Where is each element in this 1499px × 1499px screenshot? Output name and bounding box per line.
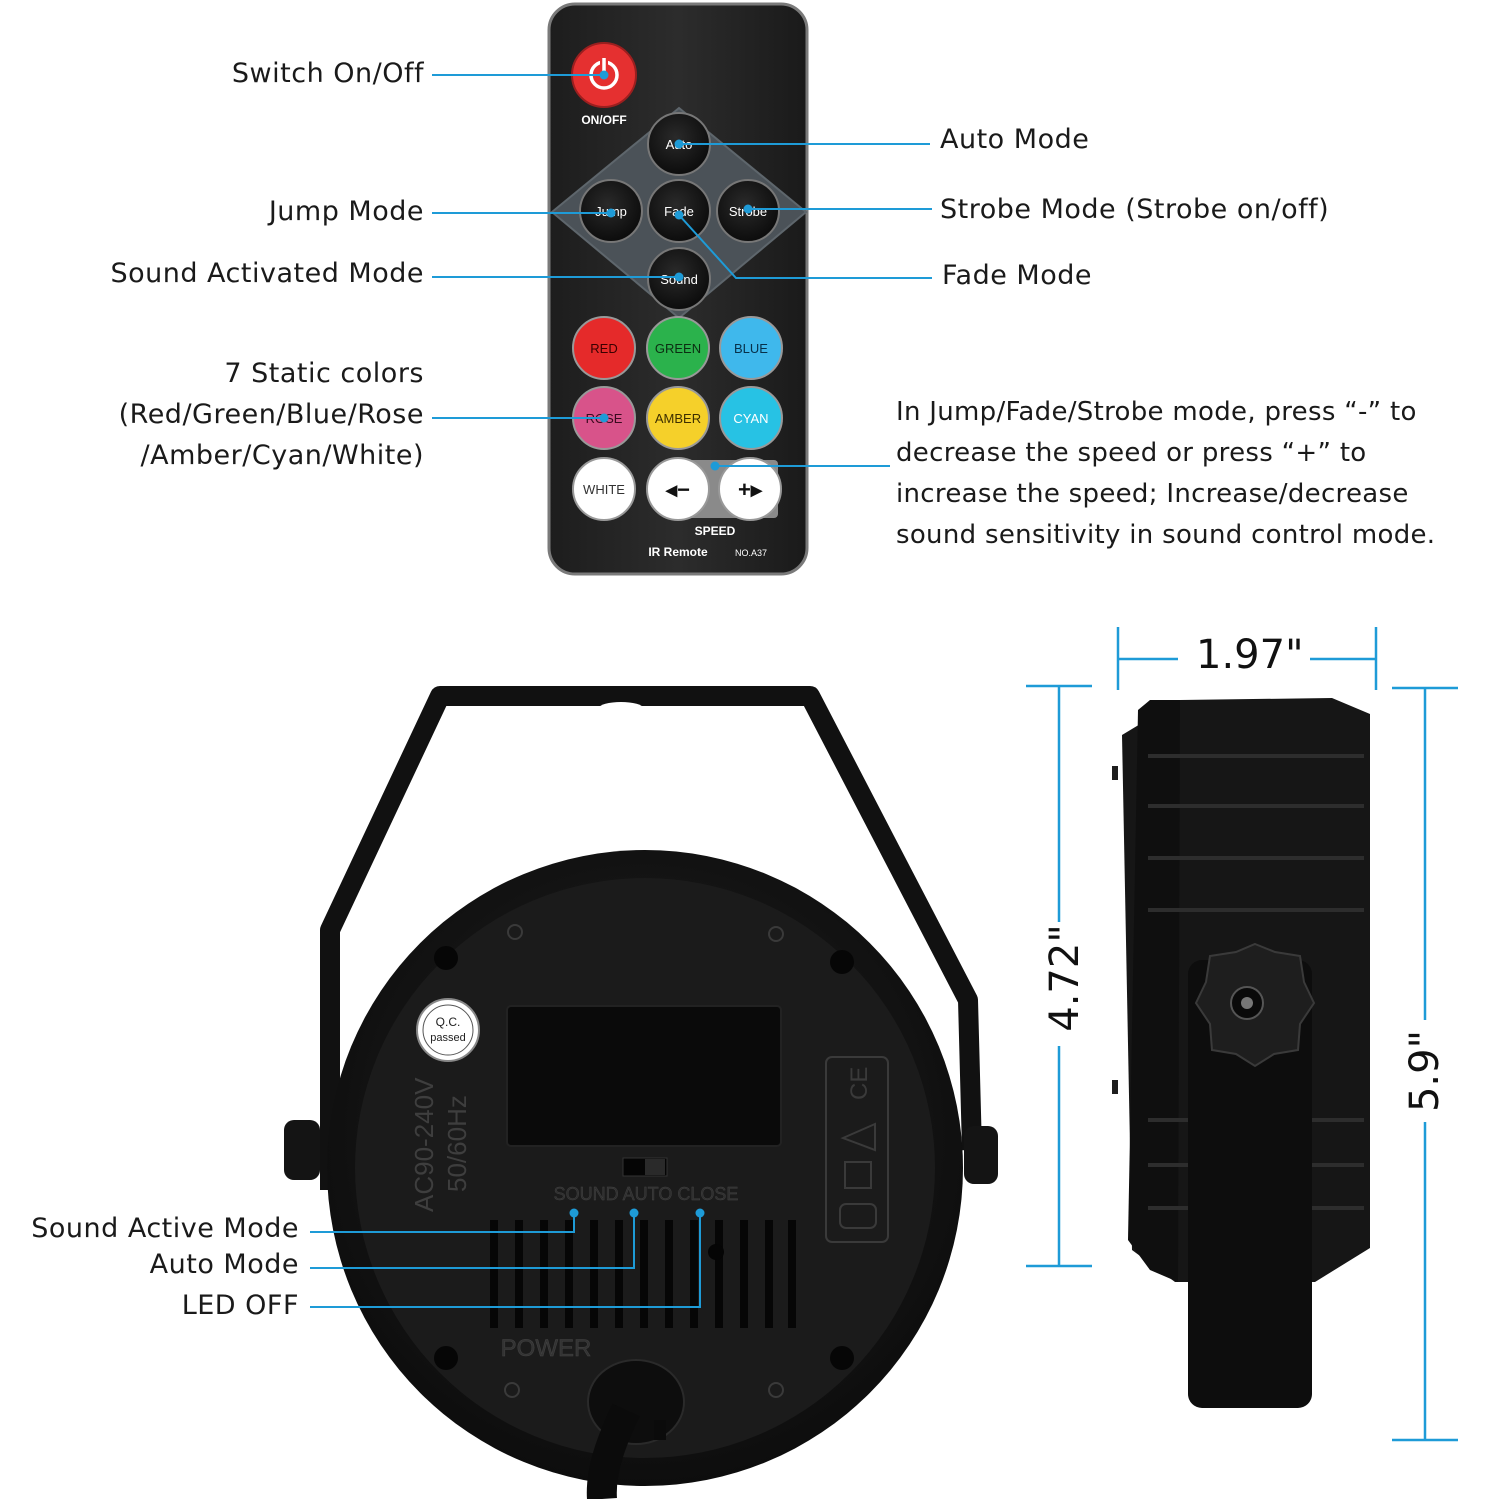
remote-brand: IR Remote (648, 545, 708, 559)
svg-text:CYAN: CYAN (733, 411, 768, 426)
ce-mark: CE (846, 1067, 873, 1100)
white-button[interactable]: WHITE (572, 457, 636, 521)
body-height-dimension: 4.72" (1042, 924, 1088, 1032)
speed-plus-button[interactable]: +▸ (718, 457, 782, 521)
svg-text:WHITE: WHITE (583, 482, 625, 497)
callout-fade-mode: Fade Mode (942, 260, 1092, 291)
svg-text:AMBER: AMBER (655, 411, 701, 426)
green-button[interactable]: GREEN (646, 316, 710, 380)
callout-led-off: LED OFF (181, 1290, 299, 1321)
switch-callout-lines (310, 1213, 701, 1308)
qc-sticker-line2: passed (430, 1032, 465, 1044)
svg-text:◂−: ◂− (665, 477, 690, 502)
callout-auto: Auto Mode (149, 1249, 299, 1280)
switch-position-labels: SOUND AUTO CLOSE (554, 1184, 739, 1204)
callout-speed-text: In Jump/Fade/Strobe mode, press “-” to d… (896, 397, 1436, 550)
svg-text:RED: RED (590, 341, 617, 356)
speed-minus-button[interactable]: ◂− (646, 457, 710, 521)
svg-text:+▸: +▸ (738, 477, 763, 502)
on-off-label: ON/OFF (581, 113, 626, 127)
callout-static-line1: 7 Static colors (224, 358, 424, 389)
callout-auto-mode: Auto Mode (940, 124, 1090, 155)
callout-static-line2: (Red/Green/Blue/Rose (118, 399, 424, 430)
callout-sound-active: Sound Active Mode (31, 1213, 299, 1244)
remote-model: NO.A37 (735, 548, 767, 558)
remote-callout-lines (432, 74, 932, 467)
depth-dimension: 1.97" (1196, 632, 1304, 678)
callout-jump-mode: Jump Mode (268, 196, 424, 227)
svg-text:BLUE: BLUE (734, 341, 768, 356)
total-height-dimension: 5.9" (1402, 1030, 1448, 1113)
blue-button[interactable]: BLUE (719, 316, 783, 380)
callout-static-line3: /Amber/Cyan/White) (140, 440, 424, 471)
qc-sticker-line1: Q.C. (436, 1015, 461, 1029)
power-label: POWER (501, 1335, 592, 1362)
frequency-rating: 50/60Hz (442, 1095, 472, 1192)
amber-button[interactable]: AMBER (646, 386, 710, 450)
svg-text:GREEN: GREEN (655, 341, 701, 356)
voltage-rating: AC90-240V (409, 1077, 439, 1212)
callout-sound-mode: Sound Activated Mode (110, 258, 424, 289)
red-button[interactable]: RED (572, 316, 636, 380)
cyan-button[interactable]: CYAN (719, 386, 783, 450)
callout-strobe-mode: Strobe Mode (Strobe on/off) (940, 194, 1330, 225)
dimension-lines (1026, 627, 1458, 1442)
callout-switch: Switch On/Off (231, 58, 424, 89)
vent-slots (490, 1220, 796, 1328)
speed-label: SPEED (695, 524, 736, 538)
